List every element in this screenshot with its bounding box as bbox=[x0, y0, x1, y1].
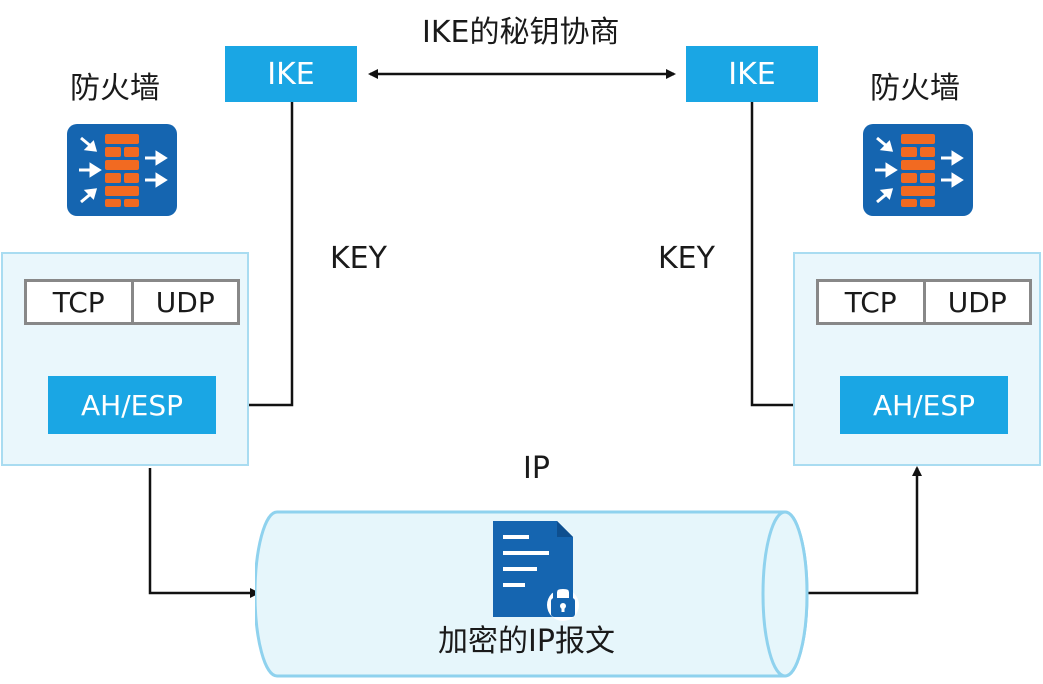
left-udp-label: UDP bbox=[130, 282, 238, 322]
encrypted-packet-label: 加密的IP报文 bbox=[438, 624, 615, 659]
negotiation-title: IKE的秘钥协商 bbox=[422, 15, 620, 50]
right-tunnel-arrow bbox=[806, 466, 922, 595]
ike-right-box: IKE bbox=[686, 46, 818, 102]
firewall-left-label: 防火墙 bbox=[70, 71, 160, 106]
key-left-label: KEY bbox=[330, 241, 387, 276]
left-ah-esp-box: AH/ESP bbox=[48, 376, 216, 434]
ike-left-label: IKE bbox=[267, 56, 315, 92]
firewall-icon bbox=[67, 124, 177, 216]
firewall-right-label: 防火墙 bbox=[870, 71, 960, 106]
left-tunnel-arrow bbox=[148, 468, 260, 598]
ike-right-label: IKE bbox=[728, 56, 776, 92]
left-tcp-label: TCP bbox=[52, 285, 105, 319]
right-udp-label: UDP bbox=[922, 282, 1030, 322]
key-right-label: KEY bbox=[658, 241, 715, 276]
left-protocol-box: TCP UDP bbox=[24, 279, 240, 325]
ike-left-box: IKE bbox=[225, 46, 357, 102]
ip-label: IP bbox=[523, 451, 550, 486]
right-ah-esp-box: AH/ESP bbox=[840, 376, 1008, 434]
right-tcp-label: TCP bbox=[844, 285, 897, 319]
right-protocol-box: TCP UDP bbox=[816, 279, 1032, 325]
right-ah-esp-label: AH/ESP bbox=[873, 388, 975, 422]
left-ah-esp-label: AH/ESP bbox=[81, 388, 183, 422]
firewall-icon bbox=[863, 124, 973, 216]
encrypted-document-icon bbox=[493, 521, 579, 621]
